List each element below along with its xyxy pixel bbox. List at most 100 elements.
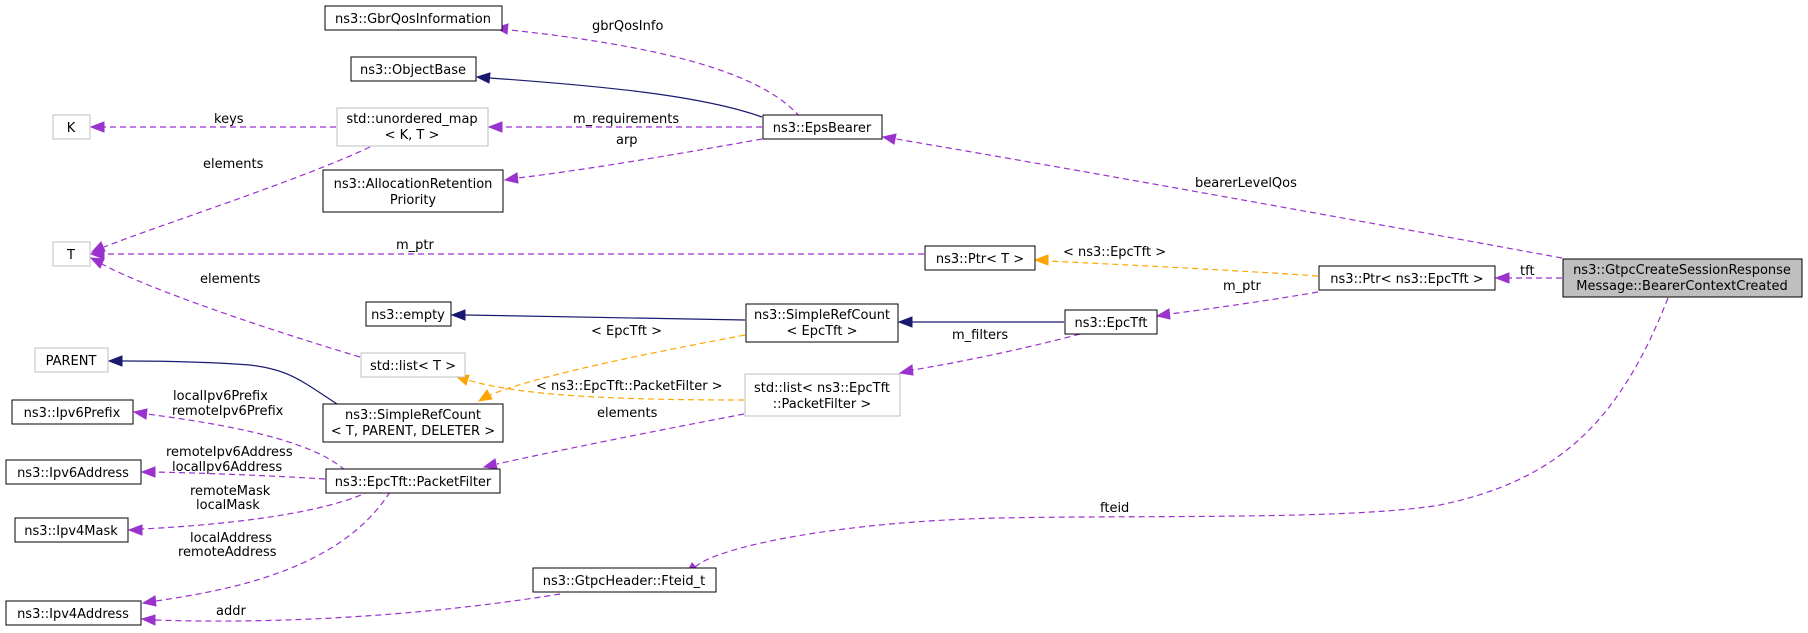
edge-inherit-empty [450,309,746,321]
edge-label-m-ptr-epctft: m_ptr [1223,279,1262,294]
edge-gbrqosinfo: gbrQosInfo [494,19,801,118]
node-label-line1: std::unordered_map [346,112,477,127]
edge-m-ptr-epctft: m_ptr [1155,279,1319,320]
node-label: ns3::EpcTft [1074,316,1147,331]
node-ipv4-address[interactable]: ns3::Ipv4Address [5,600,142,626]
edge-label-elements-umap: elements [203,157,264,172]
edge-label-m-filters: m_filters [952,328,1008,343]
node-label: K [67,121,76,136]
edge-arp: arp [503,133,763,184]
node-ptr-epctft[interactable]: ns3::Ptr< ns3::EpcTft > [1318,265,1496,291]
edge-label-remoteipv6address: remoteIpv6Address [166,445,293,460]
node-label: ns3::Ptr< ns3::EpcTft > [1330,272,1483,287]
node-label: PARENT [46,354,97,369]
node-eps-bearer[interactable]: ns3::EpsBearer [762,114,883,140]
edge-label-localipv6prefix: localIpv6Prefix [173,389,268,404]
node-empty[interactable]: ns3::empty [365,301,452,327]
node-list-packet-filter[interactable]: std::list< ns3::EpcTft ::PacketFilter > [744,373,901,417]
node-ipv6-address[interactable]: ns3::Ipv6Address [5,459,142,485]
edge-ipv6prefix: localIpv6Prefix remoteIpv6Prefix [132,389,346,471]
edge-label-remoteaddress: remoteAddress [178,545,277,560]
node-label-line2: < EpcTft > [786,324,857,339]
node-t[interactable]: T [52,241,91,267]
edge-label-template-list: < ns3::EpcTft::PacketFilter > [536,379,723,394]
edge-addr: addr [140,593,561,626]
node-label-line1: std::list< ns3::EpcTft [754,381,890,396]
node-label-line1: ns3::SimpleRefCount [754,308,890,323]
edge-label-bearerlevelqos: bearerLevelQos [1195,176,1297,191]
edge-label-arp: arp [616,133,638,148]
edge-label-localipv6address: localIpv6Address [172,460,282,475]
node-parent[interactable]: PARENT [34,347,109,373]
node-label-line2: Priority [390,193,437,208]
node-label-line2: ::PacketFilter > [773,397,872,412]
edge-template-ptr: < ns3::EpcTft > [1033,245,1319,277]
node-fteid-t[interactable]: ns3::GtpcHeader::Fteid_t [532,567,717,593]
edge-label-elements-list: elements [200,272,261,287]
edge-inherit-simplerefcount [897,316,1064,328]
edge-elements-list: elements [89,257,361,358]
edge-m-filters: m_filters [898,328,1081,376]
edge-label-gbrqosinfo: gbrQosInfo [592,19,663,34]
node-label: ns3::EpsBearer [773,121,872,136]
node-ipv4-mask[interactable]: ns3::Ipv4Mask [14,517,129,543]
node-list-t[interactable]: std::list< T > [360,352,466,378]
node-unordered-map[interactable]: std::unordered_map < K, T > [336,107,489,147]
node-label-line2: < T, PARENT, DELETER > [331,424,495,439]
node-packet-filter[interactable]: ns3::EpcTft::PacketFilter [325,468,501,494]
edge-m-ptr-t: m_ptr [89,238,924,260]
node-label: ns3::empty [371,308,445,323]
edge-label-addr: addr [216,604,246,619]
edge-ipv4mask: remoteMask localMask [127,484,371,536]
edge-inherit-objectbase [475,72,763,118]
node-allocation-retention-priority[interactable]: ns3::AllocationRetention Priority [322,169,504,213]
edge-label-m-ptr-t: m_ptr [396,238,435,253]
node-ptr-t[interactable]: ns3::Ptr< T > [924,245,1036,271]
node-label-line1: ns3::SimpleRefCount [345,408,481,423]
node-object-base[interactable]: ns3::ObjectBase [350,56,477,82]
edge-label-localmask: localMask [196,498,260,513]
edge-elements-pf: elements [482,406,745,470]
edge-label-m-requirements: m_requirements [573,112,679,127]
edge-label-template-simplerefcount: < EpcTft > [591,324,662,339]
node-ipv6-prefix[interactable]: ns3::Ipv6Prefix [11,399,134,425]
node-gbr-qos-information[interactable]: ns3::GbrQosInformation [324,5,503,31]
node-simple-ref-count-generic[interactable]: ns3::SimpleRefCount < T, PARENT, DELETER… [322,403,504,443]
edge-label-remoteipv6prefix: remoteIpv6Prefix [172,404,284,419]
edge-template-list: < ns3::EpcTft::PacketFilter > [454,374,745,401]
node-label-line2: Message::BearerContextCreated [1576,279,1787,294]
edge-bearerlevelqos: bearerLevelQos [881,133,1563,259]
node-label: ns3::GtpcHeader::Fteid_t [543,574,706,589]
node-k[interactable]: K [52,114,91,140]
node-label-line1: ns3::GtpcCreateSessionResponse [1573,263,1791,278]
node-label: ns3::Ptr< T > [936,252,1024,267]
node-simple-ref-count-epctft[interactable]: ns3::SimpleRefCount < EpcTft > [745,303,899,343]
node-label: std::list< T > [370,359,456,374]
edge-label-tft: tft [1520,264,1535,279]
edge-label-remotemask: remoteMask [190,484,271,499]
node-label-line2: < K, T > [385,128,440,143]
edge-label-keys: keys [214,112,244,127]
node-epctft[interactable]: ns3::EpcTft [1064,309,1158,335]
node-label: T [66,248,75,263]
node-label: ns3::EpcTft::PacketFilter [335,475,492,490]
edge-label-fteid: fteid [1100,501,1129,516]
edge-ipv6address: remoteIpv6Address localIpv6Address [140,445,326,480]
edge-label-elements-pf: elements [597,406,658,421]
edge-ipv4address: localAddress remoteAddress [141,491,391,607]
node-label: ns3::Ipv4Address [17,607,129,622]
node-label: ns3::Ipv4Mask [24,524,118,539]
edge-label-template-ptr: < ns3::EpcTft > [1063,245,1166,260]
node-label: ns3::Ipv6Prefix [24,406,121,421]
edge-m-requirements: m_requirements [487,112,762,133]
edge-label-localaddress: localAddress [190,531,272,546]
edge-template-simplerefcount: < EpcTft > [477,324,746,402]
node-label: ns3::ObjectBase [360,63,466,78]
node-label: ns3::GbrQosInformation [335,12,491,27]
node-label: ns3::Ipv6Address [17,466,129,481]
edge-tft: tft [1494,264,1562,284]
node-bearer-context-created[interactable]: ns3::GtpcCreateSessionResponse Message::… [1562,258,1803,298]
edge-keys: keys [89,112,336,133]
node-label-line1: ns3::AllocationRetention [334,177,493,192]
